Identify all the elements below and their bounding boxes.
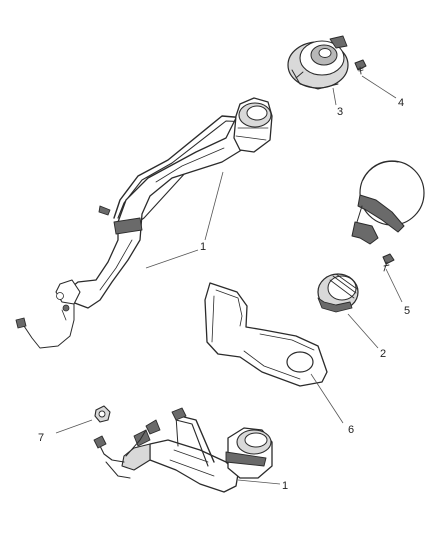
fuel-cap (317, 273, 359, 313)
nut (94, 405, 111, 423)
callout-5: 5 (404, 305, 410, 317)
callouts: 1 3 4 5 2 6 7 1 (38, 97, 410, 492)
splash-shield (204, 282, 328, 387)
callout-3: 3 (337, 106, 343, 118)
filler-tube-lower (93, 407, 273, 493)
callout-7: 7 (38, 432, 44, 444)
fuel-door (351, 160, 425, 245)
door-screw (382, 253, 395, 272)
callout-1-lower: 1 (282, 480, 288, 492)
filler-housing (287, 35, 349, 90)
housing-screw (354, 59, 367, 75)
callout-4: 4 (398, 97, 404, 109)
callout-6: 6 (348, 424, 354, 436)
callout-2: 2 (380, 348, 386, 360)
callout-1-upper: 1 (200, 241, 206, 253)
leader-lines (55, 75, 403, 485)
filler-tube-upper (15, 97, 273, 349)
